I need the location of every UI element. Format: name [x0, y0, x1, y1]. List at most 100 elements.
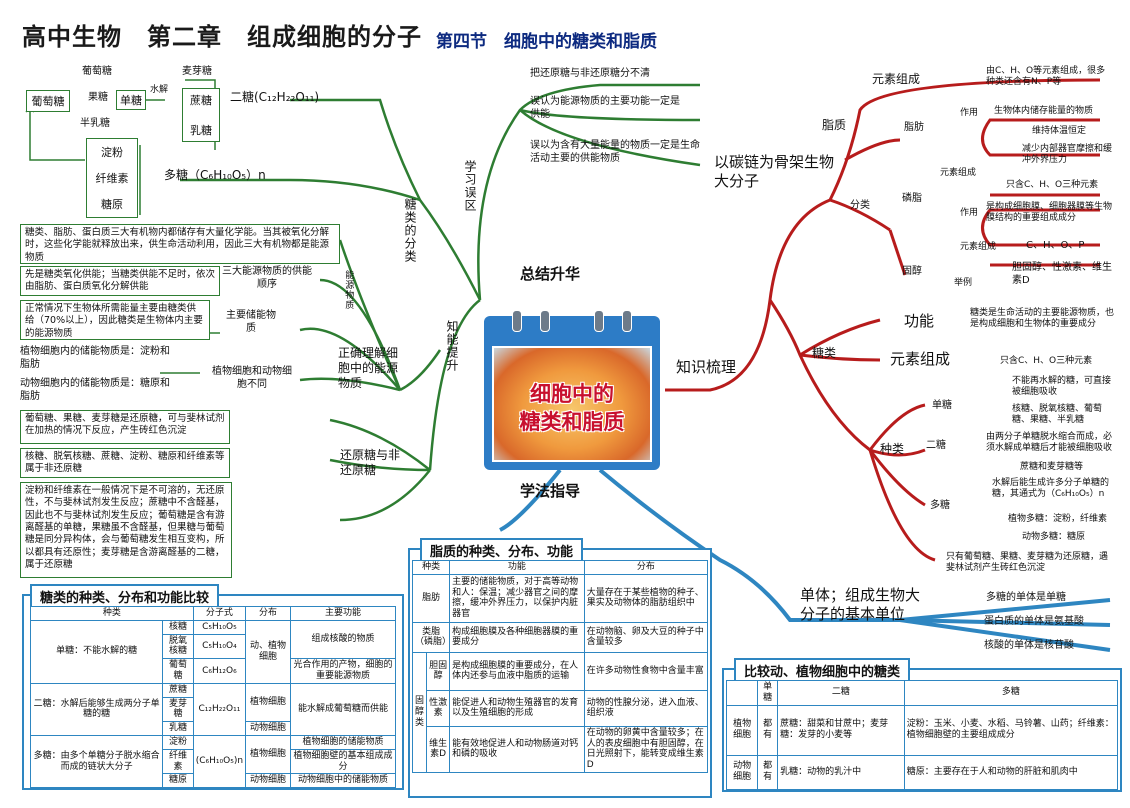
- lipid-cell: 能有效地促进人和动物肠道对钙和磷的吸收: [449, 725, 585, 773]
- sugar-group-cell: 多糖：由多个单糖分子脱水缩合而成的链状大分子: [29, 734, 164, 789]
- energy-label-4: 植物细胞和动物细胞不同: [212, 366, 292, 390]
- sugar-table-header: 分子式: [192, 606, 247, 621]
- compare-cell: 乳糖：动物的乳汁中: [777, 754, 905, 790]
- page-title: 高中生物 第二章 组成细胞的分子: [22, 23, 422, 51]
- sugar-cell: 糖原: [162, 773, 194, 789]
- center-title-line1: 细胞中的: [530, 382, 614, 406]
- energy-label-3: 主要储能物质: [226, 310, 276, 334]
- sugar-cell: 动、植物细胞: [245, 619, 291, 684]
- branch-knowledge: 知识梳理: [676, 358, 737, 376]
- reducing-note-3: 淀粉和纤维素在一般情况下是不可溶的，无还原性，不与斐林试剂发生反应；蔗糖中不含醛…: [20, 482, 232, 578]
- sugar-cell: 植物细胞: [245, 734, 291, 775]
- sugar-element-label: 元素组成: [890, 350, 951, 368]
- energy-main-label: 正确理解细胞中的能源物质: [338, 346, 399, 390]
- sugar-table-header: 主要功能: [289, 606, 397, 621]
- energy-note-2: 先是糖类氧化供能；当糖类供能不足时，依次由脂肪、蛋白质氧化分解供能: [20, 266, 220, 296]
- hydrolysis-label: 水解: [150, 85, 169, 95]
- phos-element-label: 元素组成: [960, 242, 997, 252]
- poly-group: 淀粉 纤维素 糖原: [86, 138, 138, 218]
- branch-method: 学法指导: [520, 482, 581, 500]
- energy-store-label: 能源物质: [343, 270, 354, 310]
- lipid-element-text: 由C、H、O等元素组成，很多种类还含有N、P等: [986, 66, 1106, 88]
- sugar-cell: 植物细胞: [245, 682, 291, 723]
- lipid-cell: 大量存在于某些植物的种子、果实及动物体的脂肪组织中: [583, 573, 709, 623]
- sugar-cell: 核糖: [162, 619, 194, 635]
- sugar-cell: 葡萄糖: [162, 658, 194, 684]
- reduce-note: 只有葡萄糖、果糖、麦芽糖为还原糖，遇斐林试剂产生砖红色沉淀: [946, 552, 1109, 574]
- sugar-function-text: 糖类是生命活动的主要能源物质，也是构成细胞和生物体的重要成分: [970, 308, 1115, 330]
- lipid-table: 种类功能分布 脂肪主要的储能物质，对于高等动物和人：保温；减少器官之间的摩擦，缓…: [411, 560, 709, 773]
- maltose-label: 麦芽糖: [182, 66, 212, 77]
- mono-text-2: 核糖、脱氧核糖、葡萄糖、果糖、半乳糖: [1012, 404, 1103, 426]
- lipid-table-title: 脂质的种类、分布、功能: [420, 538, 584, 563]
- unit-2: 蛋白质的单体是氨基酸: [984, 616, 1084, 627]
- fat-element-text: 只含C、H、O三种元素: [1006, 180, 1099, 190]
- fat-role-2: 维持体温恒定: [1032, 126, 1087, 136]
- sugar-classify-label: 糖类的分类: [403, 198, 417, 263]
- sugar-kind-label: 种类: [880, 442, 905, 456]
- compare-table-header: 二糖: [777, 680, 905, 706]
- sugar-cell: 纤维素: [162, 748, 194, 775]
- phospholipid-label: 磷脂: [902, 193, 922, 204]
- lipid-table-header: 功能: [449, 560, 585, 575]
- compare-cell: 淀粉：玉米、小麦、水稻、马铃薯、山药；纤维素：植物细胞壁的主要组成成分: [903, 704, 1119, 756]
- sterol-example-label: 举例: [954, 278, 973, 288]
- sugar-cell: C₆H₁₂O₆: [192, 658, 247, 684]
- phos-role-label: 作用: [960, 208, 979, 218]
- ring-icon: [594, 310, 604, 332]
- fat-label: 脂肪: [904, 122, 924, 133]
- fat-role-label: 作用: [960, 108, 979, 118]
- mono-label: 单糖: [932, 400, 952, 411]
- polysaccharide-formula: 多糖（C₆H₁₀O₅）n: [164, 168, 266, 182]
- compare-cell: 植物细胞: [725, 704, 759, 756]
- energy-note-4a: 植物细胞内的储能物质是：淀粉和脂肪: [20, 346, 170, 370]
- compare-cell: 糖原：主要存在于人和动物的肝脏和肌肉中: [903, 754, 1119, 790]
- unit-1: 多糖的单体是单糖: [986, 592, 1066, 603]
- reducing-note-1: 葡萄糖、果糖、麦芽糖是还原糖，可与斐林试剂在加热的情况下反应，产生砖红色沉淀: [20, 410, 230, 444]
- lipid-cell: 在动物脑、卵及大豆的种子中含量较多: [583, 621, 709, 653]
- sugar-cell: 能水解成葡萄糖而供能: [289, 682, 397, 736]
- lipid-element-label: 元素组成: [872, 72, 921, 86]
- cell-image: [492, 346, 652, 462]
- sugar-cell: 动物细胞中的储能物质: [289, 773, 397, 789]
- sugar-cell: 动物细胞: [245, 721, 291, 736]
- sugar-cell: C₅H₁₀O₄: [192, 633, 247, 660]
- center-calendar: 细胞中的 糖类和脂质: [484, 310, 660, 470]
- mono-text-1: 不能再水解的糖，可直接被细胞吸收: [1012, 376, 1112, 398]
- glucose-label: 葡萄糖: [82, 66, 112, 77]
- fat-element-label: 元素组成: [940, 168, 977, 178]
- lipid-cell: 性激素: [426, 689, 451, 727]
- lipid-cell: 动物的性腺分泌，进入血液、组织液: [583, 689, 709, 727]
- reducing-main-label: 还原糖与非还原糖: [340, 448, 401, 477]
- sugar-cell: 淀粉: [162, 734, 194, 750]
- lipid-cell: 固醇类: [411, 651, 428, 773]
- energy-note-1: 糖类、脂肪、蛋白质三大有机物内都储存有大量化学能。当其被氧化分解时，这些化学能就…: [20, 224, 340, 264]
- lipid-cell: 脂肪: [411, 573, 451, 623]
- center-title-line2: 糖类和脂质: [519, 410, 625, 434]
- lipid-table-header: 种类: [411, 560, 451, 575]
- sterol-label: 固醇: [902, 266, 922, 277]
- unit-3: 核酸的单体是核苷酸: [984, 640, 1074, 651]
- sugar-cell: 组成核酸的物质: [289, 619, 397, 660]
- branch-misconceptions: 学习误区: [463, 160, 477, 212]
- misconception-1: 把还原糖与非还原糖分不清: [530, 68, 650, 79]
- misconception-2: 误认为能源物质的主要功能一定是供能: [530, 96, 680, 120]
- compare-table: 单糖二糖多糖 植物细胞都有蔗糖：甜菜和甘蔗中；麦芽糖：发芽的小麦等淀粉：玉米、小…: [725, 680, 1119, 790]
- sugar-cell: 光合作用的产物，细胞的重要能源物质: [289, 658, 397, 684]
- poly-text-2: 植物多糖：淀粉，纤维素: [1008, 514, 1108, 524]
- sucrose-label: 蔗糖: [190, 94, 212, 107]
- di-label: 二糖: [926, 440, 946, 451]
- sugar-cell: (C₆H₁₀O₅)n: [192, 734, 247, 789]
- compare-cell: 动物细胞: [725, 754, 759, 790]
- poly-text-3: 动物多糖：糖原: [1022, 532, 1086, 542]
- sugar-cell: 脱氧核糖: [162, 633, 194, 660]
- unit-label: 单体；组成生物大分子的基本单位: [800, 586, 921, 623]
- poly-text-1: 水解后能生成许多分子单糖的糖，其通式为（C₆H₁₀O₅）n: [992, 478, 1110, 500]
- di-text-2: 蔗糖和麦芽糖等: [1020, 462, 1084, 472]
- lipid-cell: 能促进人和动物生殖器官的发育以及生殖细胞的形成: [449, 689, 585, 727]
- lipid-cell: 是构成细胞膜的重要成分，在人体内还参与血液中脂质的运输: [449, 651, 585, 691]
- sugar-cell: 动物细胞: [245, 773, 291, 789]
- sugar-cell: 植物细胞壁的基本组成成分: [289, 748, 397, 775]
